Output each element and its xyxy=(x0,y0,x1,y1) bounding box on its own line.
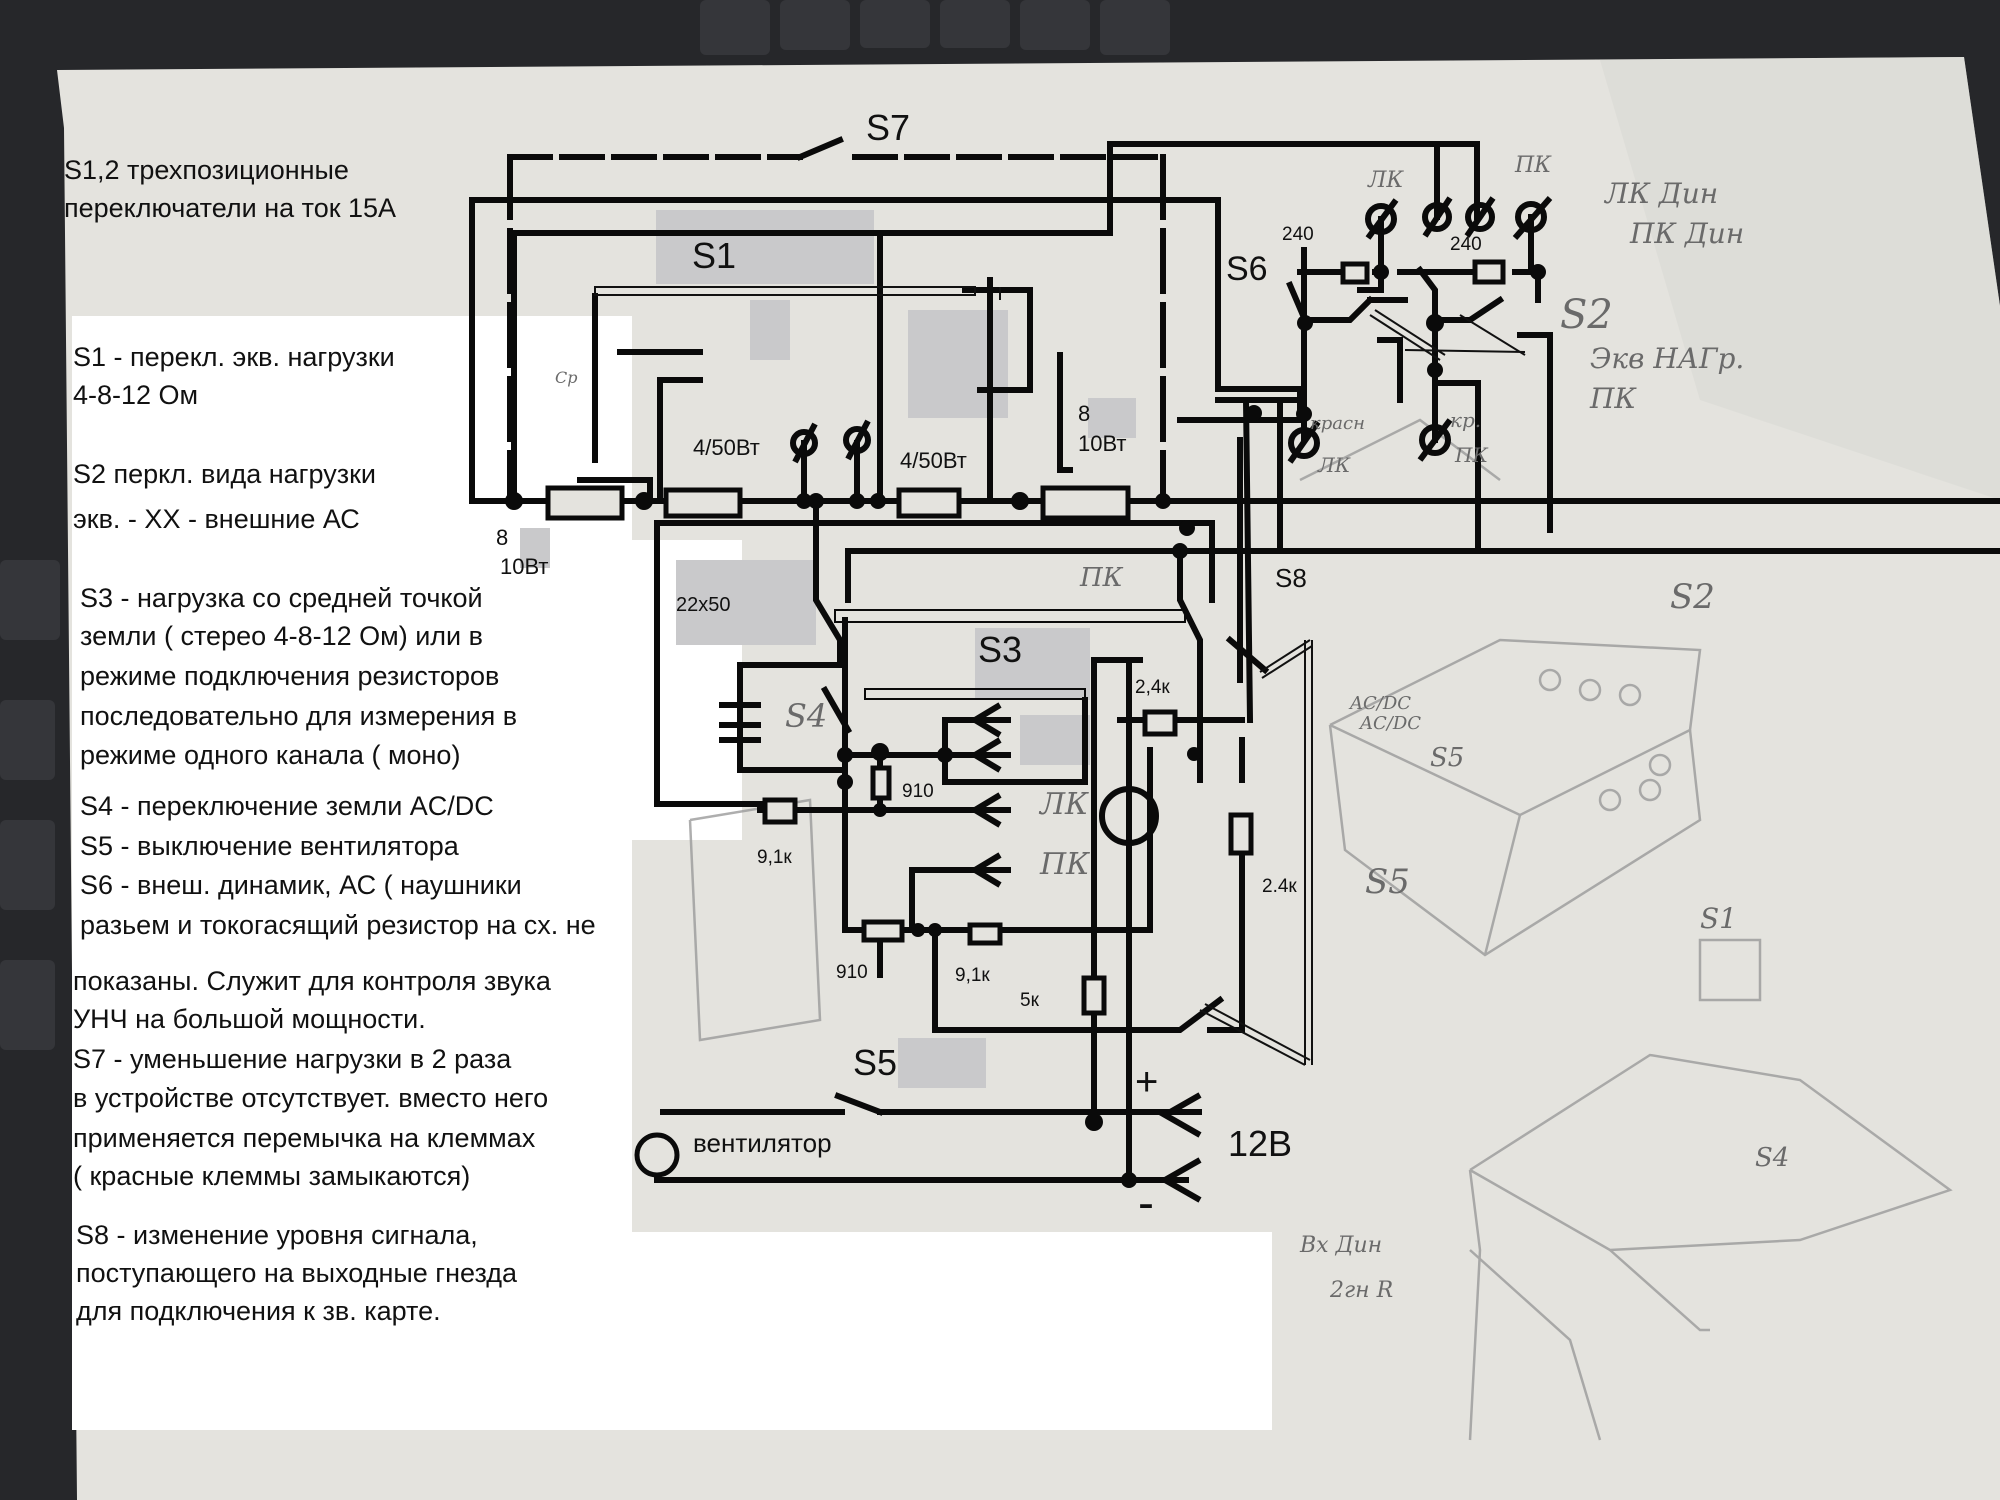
handwritten-label: 2гн R xyxy=(1330,1278,1394,1303)
resistor-value: 240 xyxy=(1282,224,1314,245)
switch-label-s3: S3 xyxy=(978,629,1023,670)
handwritten-label: ЛК xyxy=(1368,168,1404,193)
handwritten-label: ПК xyxy=(1080,563,1123,593)
handwritten-label: S5 xyxy=(1365,862,1410,902)
note-line: S6 - внеш. динамик, АС ( наушники xyxy=(80,870,522,900)
switch-label-s5: S5 xyxy=(853,1042,898,1083)
notes-panel-lower xyxy=(632,1232,1272,1430)
handwritten-label: ПК xyxy=(1590,382,1637,415)
note-line: УНЧ на большой мощности. xyxy=(73,1004,426,1034)
handwritten-label: S2 xyxy=(1560,292,1613,338)
handwritten-label: S5 xyxy=(1430,743,1465,773)
resistor-value: 4/50Вт xyxy=(900,448,967,473)
keyboard-background xyxy=(0,0,1170,1050)
note-line: для подключения к зв. карте. xyxy=(76,1296,441,1326)
resistor-value: 9,1к xyxy=(955,965,990,986)
resistor-value: 8 xyxy=(1078,401,1091,426)
handwritten-label: ПК xyxy=(1455,443,1488,467)
note-line: последовательно для измерения в xyxy=(80,701,518,731)
pencil-sketch-box xyxy=(688,418,1953,1441)
handwritten-label: ЛК Дин xyxy=(1605,177,1719,210)
output-jacks xyxy=(969,702,1202,1203)
resistor-value: 10Вт xyxy=(1078,431,1127,456)
fan-motor-symbol xyxy=(1099,786,1159,846)
resistor-value: 2,4к xyxy=(1135,677,1170,698)
handwritten-label: AC/DC xyxy=(1350,693,1412,714)
note-line: в устройстве отсутствует. вместо него xyxy=(73,1083,549,1113)
note-line: S7 - уменьшение нагрузки в 2 раза xyxy=(73,1044,512,1074)
note-line: разьем и токогасящий резистор на сх. не xyxy=(80,910,596,940)
note-line: S2 перкл. вида нагрузки xyxy=(73,459,377,489)
resistor-value: 910 xyxy=(836,962,868,983)
resistor-value: 8 xyxy=(496,525,509,550)
handwritten-label: Вх Дин xyxy=(1300,1233,1383,1258)
switch-label-s8: S8 xyxy=(1275,563,1307,593)
handwritten-label: Ср xyxy=(555,368,578,387)
resistor-value: 4/50Вт xyxy=(693,435,760,460)
resistor-value: 5к xyxy=(1020,990,1039,1011)
handwritten-label: кр. xyxy=(1450,408,1482,432)
handwritten-label: ЛК xyxy=(1318,453,1351,477)
resistor-value: 240 xyxy=(1450,234,1482,255)
note-line: S5 - выключение вентилятора xyxy=(80,831,459,861)
resistor-value: 22x50 xyxy=(676,594,731,616)
note-line: 4-8-12 Ом xyxy=(73,380,199,410)
note-line: переключатели на ток 15А xyxy=(64,193,397,223)
fan-label: вентилятор xyxy=(693,1128,832,1158)
note-line: применяется перемычка на клеммах xyxy=(73,1123,536,1153)
note-line: ( красные клеммы замыкаются) xyxy=(73,1161,471,1191)
note-line: земли ( стерео 4-8-12 Ом) или в xyxy=(80,621,483,651)
handwritten-label: ПК Дин xyxy=(1630,217,1745,250)
switch-label-s7: S7 xyxy=(866,107,911,148)
note-line: показаны. Служит для контроля звука xyxy=(73,966,551,996)
handwritten-label: S4 xyxy=(1755,1143,1790,1173)
resistor-value: 910 xyxy=(902,781,934,802)
s8-switch-lever xyxy=(594,286,1526,1066)
handwritten-label: ПК xyxy=(1515,153,1552,178)
note-line: экв. - ХХ - внешние АС xyxy=(73,504,360,534)
plus-label: + xyxy=(1135,1060,1159,1104)
handwritten-label: S4 xyxy=(785,697,828,735)
minus-label: - xyxy=(1138,1177,1154,1230)
handwritten-label: красн xyxy=(1310,413,1365,434)
handwritten-label: S1 xyxy=(1700,902,1737,935)
resistor-value: 2.4к xyxy=(1262,876,1297,897)
resistor-value: 9,1к xyxy=(757,847,792,868)
note-line: S4 - переключение земли AC/DC xyxy=(80,791,494,821)
handwritten-label: Экв НАГр. xyxy=(1590,342,1745,375)
supply-voltage-label: 12В xyxy=(1228,1123,1293,1164)
switch-label-s1: S1 xyxy=(692,235,737,276)
handwritten-label: ЛК xyxy=(1040,787,1089,822)
note-line: S8 - изменение уровня сигнала, xyxy=(76,1220,478,1250)
terminal-posts xyxy=(790,196,1553,464)
fan-symbol xyxy=(634,1132,680,1178)
handwritten-label: ПК xyxy=(1040,847,1090,882)
note-line: режиме подключения резисторов xyxy=(80,661,500,691)
handwritten-label: AC/DC xyxy=(1360,713,1422,734)
note-line: S1 - перекл. экв. нагрузки xyxy=(73,342,395,372)
switch-label-s6: S6 xyxy=(1226,250,1268,288)
note-line: поступающего на выходные гнезда xyxy=(76,1258,518,1288)
note-line: S1,2 трехпозиционные xyxy=(64,155,349,185)
note-line: режиме одного канала ( моно) xyxy=(80,740,461,770)
handwritten-label: S2 xyxy=(1670,577,1715,617)
resistors xyxy=(545,259,1506,1016)
junction-dots xyxy=(505,264,1546,1188)
schematic-wiring xyxy=(469,136,2000,1183)
note-line: S3 - нагрузка со средней точкой xyxy=(80,583,483,613)
resistor-value: 10Вт xyxy=(500,554,549,579)
